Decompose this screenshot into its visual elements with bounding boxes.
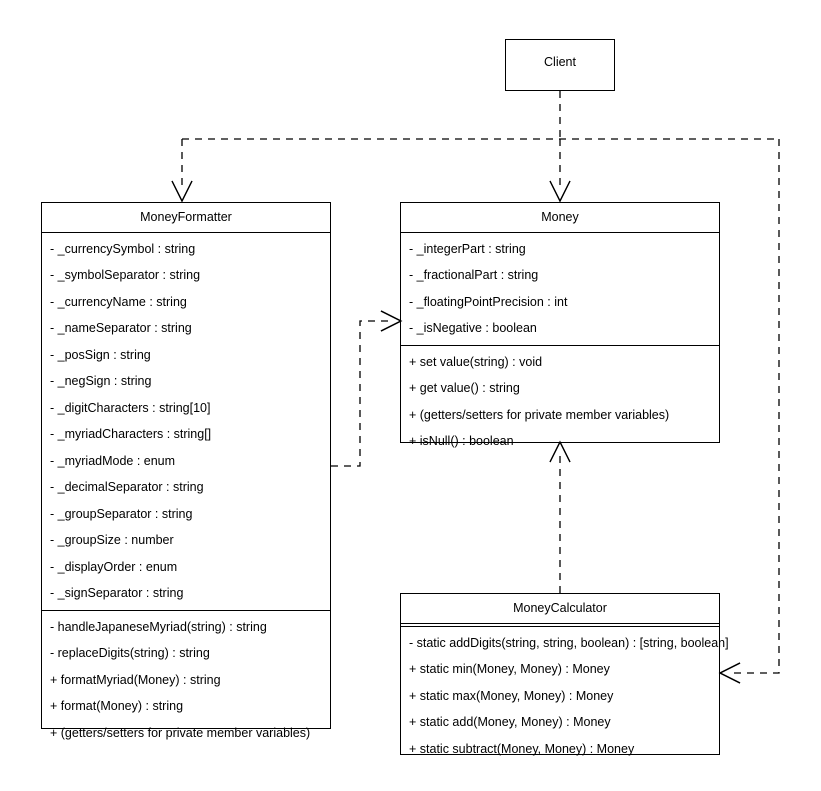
attribute-row: - _currencySymbol : string bbox=[50, 241, 196, 256]
method-row: + (getters/setters for private member va… bbox=[409, 407, 670, 422]
method-row: + static subtract(Money, Money) : Money bbox=[409, 741, 635, 756]
attribute-row: - _groupSize : number bbox=[50, 533, 174, 547]
attribute-row: - _symbolSeparator : string bbox=[50, 268, 201, 282]
arrowhead-to-money-top bbox=[549, 180, 571, 203]
attribute-row: - _isNegative : boolean bbox=[409, 321, 537, 335]
class-box-moneyformatter[interactable]: MoneyFormatter - _currencySymbol : strin… bbox=[41, 202, 331, 739]
method-row: + static add(Money, Money) : Money bbox=[409, 715, 611, 729]
method-row: - replaceDigits(string) : string bbox=[50, 646, 210, 660]
method-row: + (getters/setters for private member va… bbox=[50, 725, 311, 740]
attribute-row: - _posSign : string bbox=[50, 347, 151, 362]
class-divider-moneyformatter-attributes bbox=[42, 231, 330, 233]
class-box-moneycalculator[interactable]: MoneyCalculator - static addDigits(strin… bbox=[400, 593, 729, 755]
method-row: + format(Money) : string bbox=[50, 699, 184, 713]
class-title-moneyformatter: MoneyFormatter bbox=[140, 210, 232, 224]
arrowhead-to-money-left bbox=[380, 310, 403, 332]
attribute-row: - _decimalSeparator : string bbox=[50, 480, 204, 494]
class-divider-moneycalculator-attributes bbox=[401, 622, 719, 624]
dependency-moneycalculator-to-money bbox=[549, 440, 571, 593]
attribute-row: - _groupSeparator : string bbox=[50, 506, 193, 521]
arrowhead-to-moneyformatter bbox=[171, 180, 193, 203]
method-row: - handleJapaneseMyriad(string) : string bbox=[50, 619, 267, 634]
method-row: + isNull() : boolean bbox=[409, 434, 514, 448]
class-divider-moneycalculator-methods bbox=[401, 625, 719, 627]
class-box-money[interactable]: Money - _integerPart : string - _fractio… bbox=[400, 202, 720, 447]
class-divider-moneyformatter-methods bbox=[42, 609, 330, 611]
arrowhead-to-moneycalculator-right bbox=[718, 662, 741, 684]
attributes-compartment-money: - _integerPart : string - _fractionalPar… bbox=[401, 233, 719, 345]
attribute-row: - _currencyName : string bbox=[50, 294, 187, 309]
attribute-row: - _signSeparator : string bbox=[50, 586, 184, 600]
method-row: + get value() : string bbox=[409, 381, 520, 395]
methods-compartment-moneycalculator: - static addDigits(string, string, boole… bbox=[401, 627, 729, 766]
attribute-row: - _digitCharacters : string[10] bbox=[50, 400, 211, 415]
attribute-row: - _displayOrder : enum bbox=[50, 559, 178, 574]
method-row: + static min(Money, Money) : Money bbox=[409, 662, 610, 676]
method-row: - static addDigits(string, string, boole… bbox=[409, 635, 729, 650]
dependency-client-to-moneyformatter bbox=[171, 139, 193, 203]
dependency-client-to-money bbox=[549, 139, 571, 203]
class-divider-money-methods bbox=[401, 344, 719, 346]
methods-compartment-moneyformatter: - handleJapaneseMyriad(string) : string … bbox=[42, 611, 330, 750]
class-title-moneycalculator: MoneyCalculator bbox=[513, 601, 607, 615]
attribute-row: - _myriadMode : enum bbox=[50, 453, 176, 468]
methods-compartment-money: + set value(string) : void + get value()… bbox=[401, 346, 719, 458]
attribute-row: - _floatingPointPrecision : int bbox=[409, 294, 568, 309]
attribute-row: - _myriadCharacters : string[] bbox=[50, 427, 212, 441]
attribute-row: - _integerPart : string bbox=[409, 241, 526, 256]
class-title-money: Money bbox=[541, 210, 579, 224]
dependency-client-to-moneycalculator bbox=[718, 139, 780, 684]
attribute-row: - _negSign : string bbox=[50, 374, 152, 388]
dependency-client-bus bbox=[182, 91, 779, 140]
attribute-row: - _fractionalPart : string bbox=[409, 268, 539, 282]
dependency-moneyformatter-to-money bbox=[331, 310, 403, 467]
class-divider-money-attributes bbox=[401, 231, 719, 233]
method-row: + set value(string) : void bbox=[409, 354, 543, 369]
attributes-compartment-moneyformatter: - _currencySymbol : string - _symbolSepa… bbox=[42, 233, 330, 610]
method-row: + static max(Money, Money) : Money bbox=[409, 688, 614, 703]
class-title-client: Client bbox=[544, 55, 576, 69]
class-box-client[interactable]: Client bbox=[505, 39, 615, 91]
method-row: + formatMyriad(Money) : string bbox=[50, 672, 221, 687]
attribute-row: - _nameSeparator : string bbox=[50, 321, 192, 335]
